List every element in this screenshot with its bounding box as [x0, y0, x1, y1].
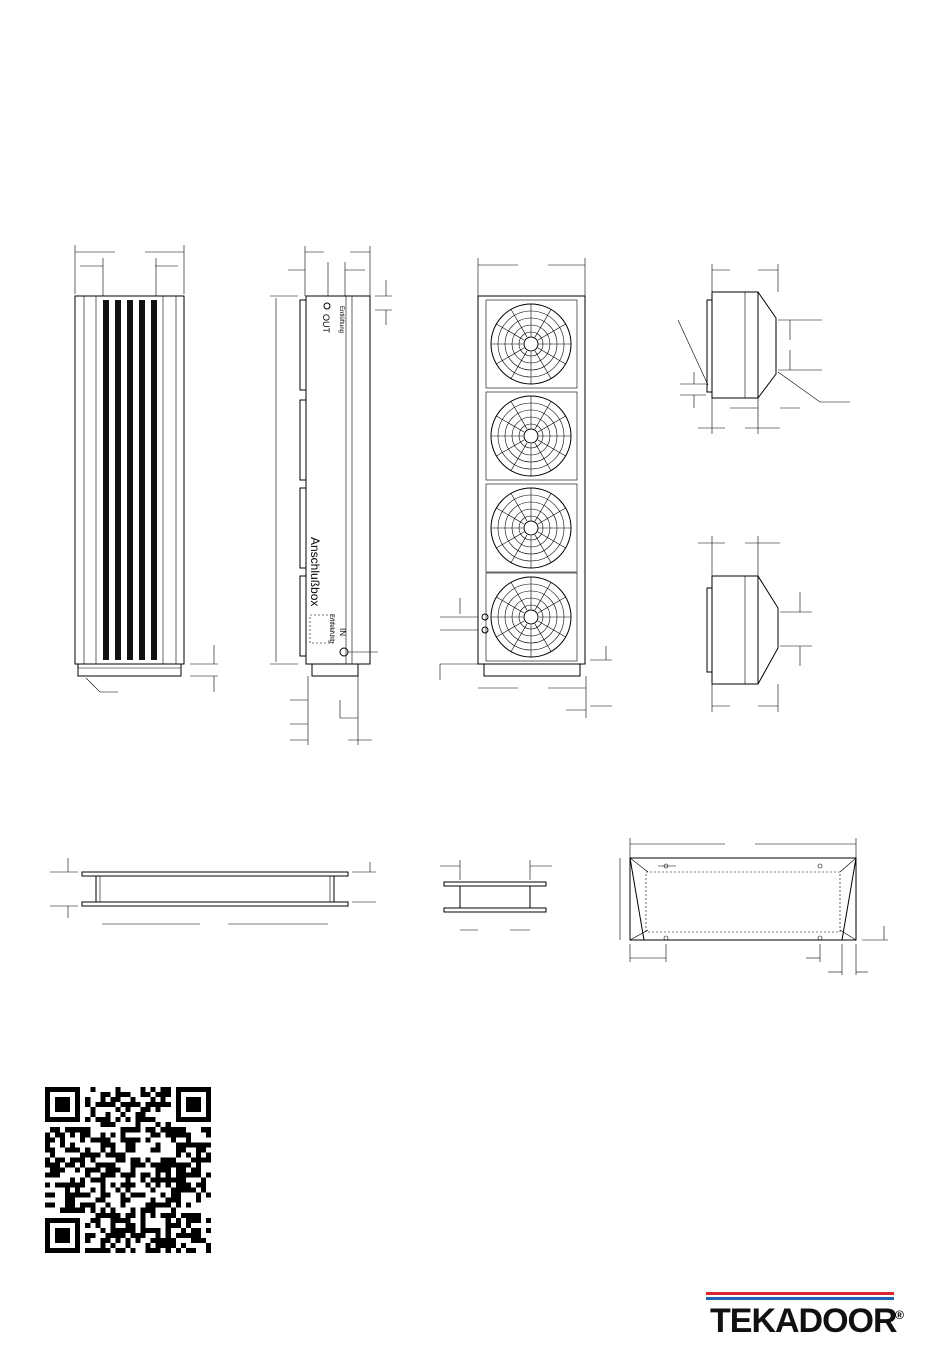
top-detail-view: [678, 264, 850, 434]
vent-label: Entlüftung: [338, 306, 344, 333]
frame-top-view: [620, 838, 888, 975]
long-bracket-view: [50, 858, 376, 924]
logo-stripe-top-blue: [706, 1297, 894, 1300]
rear-view: [440, 258, 612, 718]
out-label: OUT: [321, 314, 331, 334]
drain-label: Entleerung: [328, 614, 334, 643]
bottom-detail-view: [698, 536, 812, 712]
fan-guard-3: [491, 488, 571, 568]
logo-registered-mark: ®: [895, 1308, 904, 1322]
junction-box-label: Anschlußbox: [308, 537, 322, 606]
fan-guard-2: [491, 396, 571, 476]
short-bracket-view: [440, 860, 552, 930]
in-label: IN: [338, 628, 347, 636]
fan-guard-1: [491, 304, 571, 384]
fan-guard-4: [491, 577, 571, 657]
front-view: [75, 245, 218, 692]
side-view: Entlüftung OUT Anschlußbox IN Entleerung: [270, 246, 392, 745]
logo-brand-text: TEKADOOR: [710, 1302, 897, 1341]
tekadoor-logo: TEKADOOR ®: [706, 1288, 904, 1346]
qr-code[interactable]: [45, 1087, 211, 1253]
logo-stripe-top: [706, 1292, 894, 1295]
